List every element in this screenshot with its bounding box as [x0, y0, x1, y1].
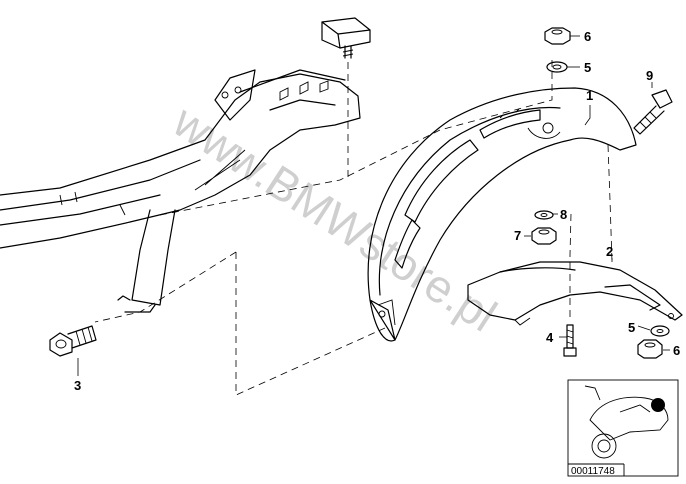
washer-top: [546, 61, 568, 73]
callout-9: 9: [646, 68, 653, 83]
callout-4: 4: [546, 330, 554, 345]
washer-8: [534, 210, 554, 220]
nut-7: [531, 227, 557, 245]
nut-top: [544, 27, 571, 45]
diagram-code: 00011748: [571, 466, 615, 477]
callout-1: 1: [586, 88, 593, 103]
screw-4: [563, 324, 577, 357]
callout-5a: 5: [584, 60, 591, 75]
callout-6a: 6: [584, 29, 591, 44]
washer-bottom: [650, 325, 670, 337]
inner-mudguard: [467, 261, 683, 326]
callout-2: 2: [606, 244, 613, 259]
nut-bottom: [637, 339, 663, 359]
location-inset: 00011748: [567, 379, 679, 477]
seat-lock-knob: [321, 17, 371, 59]
callout-7: 7: [514, 228, 521, 243]
callout-5b: 5: [628, 320, 635, 335]
rear-fender: [367, 87, 637, 342]
bolt-3: [49, 325, 97, 357]
location-marker-dot: [651, 398, 665, 412]
rear-frame: [0, 69, 361, 313]
bolt-9: [633, 89, 673, 135]
callout-8: 8: [560, 207, 567, 222]
callout-6b: 6: [673, 343, 680, 358]
callout-3: 3: [74, 378, 81, 393]
